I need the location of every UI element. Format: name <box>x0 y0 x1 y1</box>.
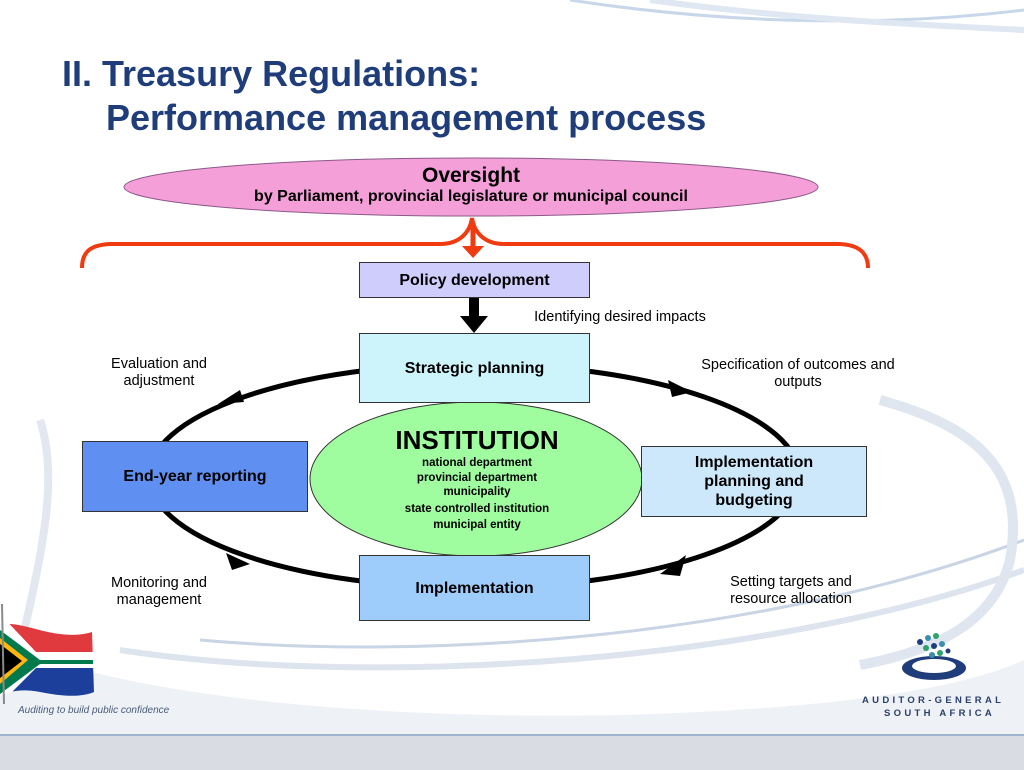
label-identifying-impacts: Identifying desired impacts <box>534 309 706 325</box>
implementation-planning-box: Implementation planning and budgeting <box>641 446 867 517</box>
south-africa-flag-icon <box>0 604 94 704</box>
auditor-general-wordmark: AUDITOR-GENERAL SOUTH AFRICA <box>862 694 1022 720</box>
policy-development-box: Policy development <box>359 262 590 298</box>
strategic-planning-box: Strategic planning <box>359 333 590 403</box>
institution-item: provincial department <box>416 471 538 484</box>
cycle-arrow-top-right <box>668 380 692 397</box>
oversight-text: Oversight by Parliament, provincial legi… <box>124 165 818 206</box>
end-year-reporting-box: End-year reporting <box>82 441 308 512</box>
institution-item: national department <box>422 457 532 469</box>
oversight-subtext: by Parliament, provincial legislature or… <box>254 188 688 205</box>
institution-text: INSTITUTION national department provinci… <box>310 424 644 533</box>
cycle-arrow-bottom-left <box>226 553 250 570</box>
oversight-ellipse <box>123 157 819 217</box>
implementation-label: Implementation <box>415 579 534 597</box>
policy-arrow-stem <box>469 298 479 318</box>
end-year-reporting-label: End-year reporting <box>123 468 267 485</box>
policy-arrow-head <box>460 316 488 333</box>
logo-line-2: SOUTH AFRICA <box>884 708 996 719</box>
label-specification: Specification of outcomes and outputs <box>701 357 895 390</box>
implementation-planning-label: Implementation planning and budgeting <box>694 454 814 509</box>
logo-line-1: AUDITOR-GENERAL <box>862 695 1005 706</box>
auditor-general-logo-icon <box>902 633 966 680</box>
slide-title: II. Treasury Regulations: Performance ma… <box>62 52 706 140</box>
institution-item: municipality <box>443 486 511 498</box>
strategic-planning-label: Strategic planning <box>404 359 545 377</box>
cycle-arrow-bottom-right <box>660 555 686 576</box>
oversight-bracket <box>80 217 870 269</box>
footer-tagline: Auditing to build public confidence <box>18 705 170 716</box>
institution-item: municipal entity <box>433 519 521 531</box>
label-evaluation: Evaluation and adjustment <box>111 356 207 389</box>
label-setting-targets: Setting targets and resource allocation <box>730 574 852 607</box>
institution-heading: INSTITUTION <box>395 425 559 455</box>
label-monitoring: Monitoring and management <box>111 575 207 608</box>
title-line-2: Performance management process <box>106 97 707 138</box>
title-line-1: II. Treasury Regulations: <box>62 53 481 94</box>
cycle-arrow-top-left <box>218 390 244 404</box>
implementation-box: Implementation <box>359 555 590 621</box>
policy-development-label: Policy development <box>399 271 550 289</box>
institution-item: state controlled institution <box>404 502 550 515</box>
oversight-heading: Oversight <box>421 164 521 187</box>
footer-bar <box>0 734 1024 770</box>
bracket-arrow-head <box>462 246 484 258</box>
